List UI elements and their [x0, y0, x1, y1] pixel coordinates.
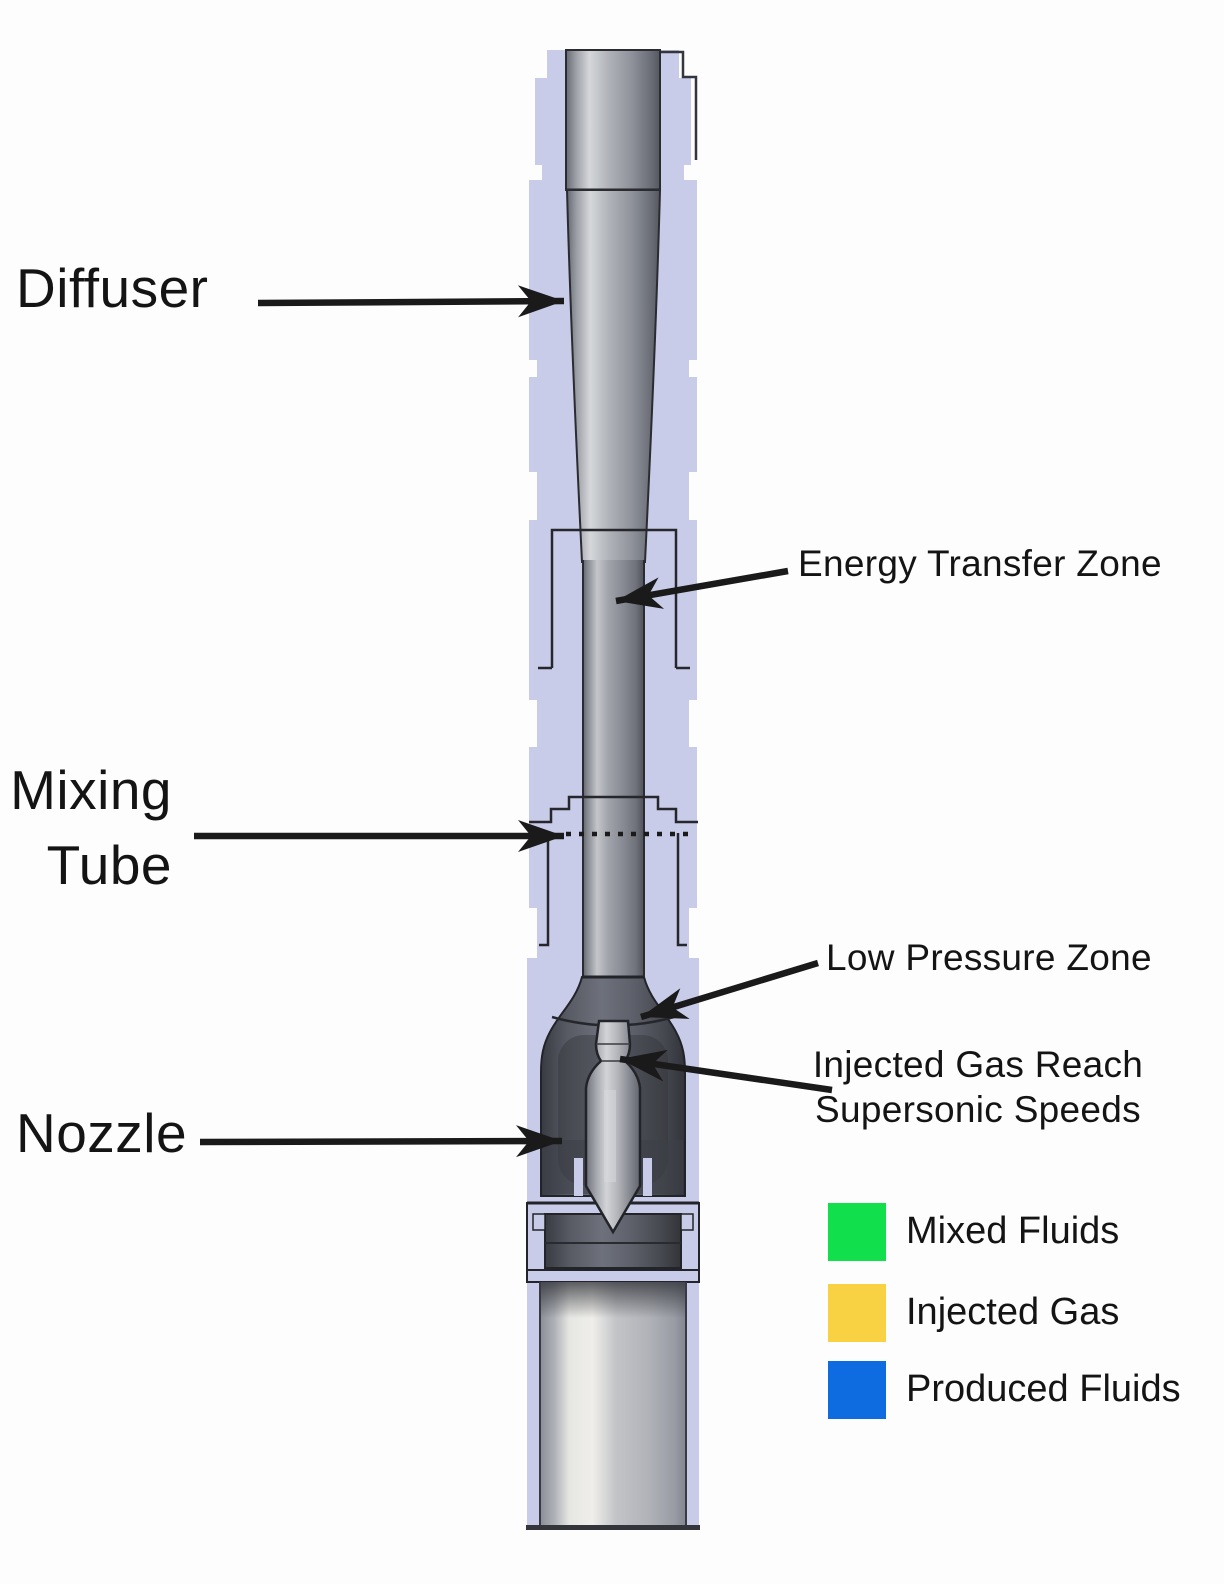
- mixed-fluids-swatch: [828, 1203, 886, 1261]
- nozzle-label: Nozzle: [16, 1102, 188, 1164]
- lower-barrel: [526, 1282, 700, 1530]
- injected-gas-label-line1: Injected Gas Reach: [812, 1044, 1144, 1085]
- produced-fluids-swatch: [828, 1361, 886, 1419]
- diffuser-arrow: [257, 285, 565, 318]
- low-pressure-zone-label: Low Pressure Zone: [826, 937, 1152, 978]
- nozzle-arrow: [199, 1125, 563, 1158]
- bell-slot-left: [574, 1158, 583, 1196]
- low-pressure-zone-arrow: [640, 959, 819, 1021]
- mixing-collar-walls: [539, 833, 687, 947]
- injected-gas-label: Injected Gas Reach Supersonic Speeds: [758, 1042, 1198, 1132]
- produced-fluids-label: Produced Fluids: [906, 1368, 1181, 1410]
- nozzle-highlight: [604, 1090, 616, 1182]
- energy-transfer-collar: [538, 528, 690, 670]
- mixed-fluids-label: Mixed Fluids: [906, 1210, 1120, 1252]
- mixing-collar-shoulder: [529, 795, 698, 824]
- diffuser-top-cylinder: [565, 49, 661, 191]
- mixing-tube-label-line2: Tube: [46, 834, 172, 896]
- injected-gas-arrow: [619, 1049, 833, 1094]
- injected-gas-legend-label: Injected Gas: [906, 1291, 1120, 1333]
- injected-gas-swatch: [828, 1284, 886, 1342]
- injected-gas-label-line2: Supersonic Speeds: [815, 1089, 1141, 1130]
- casing-outline-detail: [661, 50, 698, 160]
- diffuser-label: Diffuser: [16, 257, 209, 319]
- bell-slot-right: [643, 1158, 652, 1196]
- energy-transfer-zone-arrow: [615, 567, 789, 609]
- mixing-tube-label-line1: Mixing: [10, 759, 172, 821]
- diffuser-cone: [565, 189, 662, 563]
- leader-arrows: [194, 285, 833, 1158]
- energy-transfer-zone-label: Energy Transfer Zone: [798, 543, 1162, 584]
- mixing-tube: [582, 560, 645, 977]
